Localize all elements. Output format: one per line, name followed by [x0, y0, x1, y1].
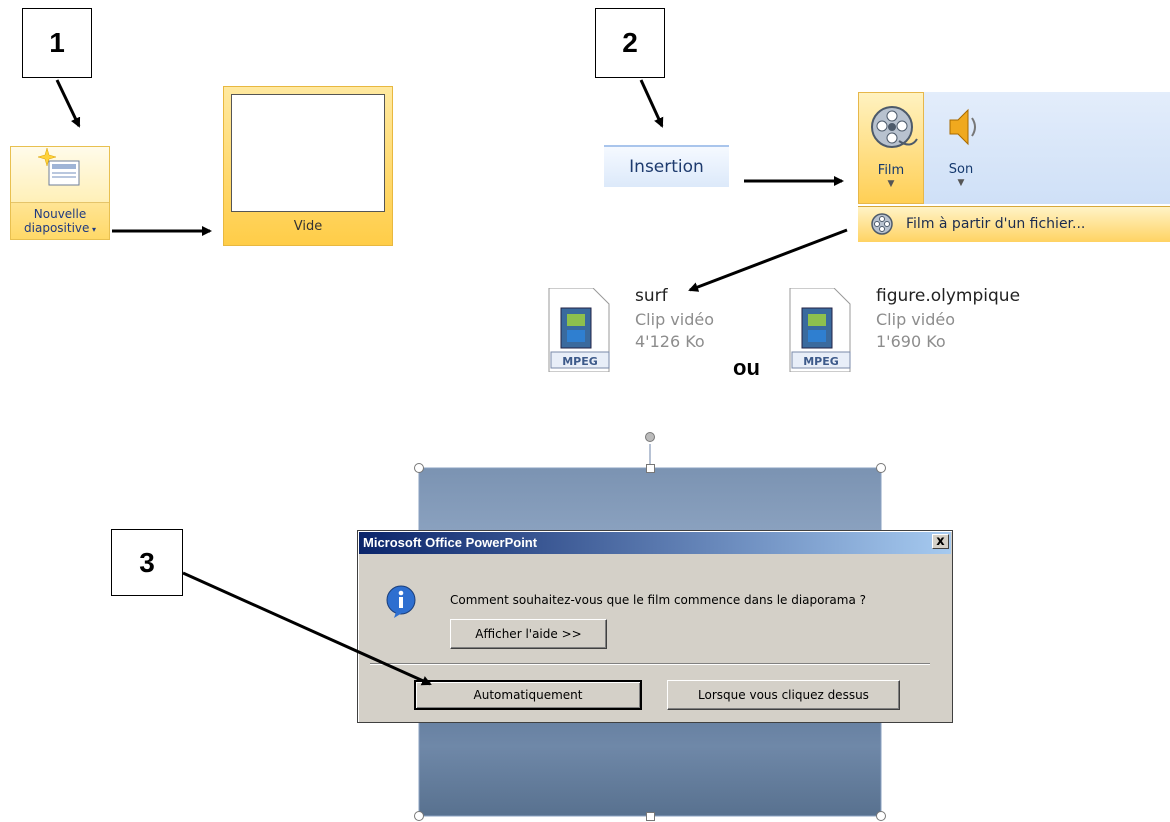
- file-figure-olympique[interactable]: MPEG figure.olympique Clip vidéo 1'690 K…: [786, 286, 1036, 373]
- close-button[interactable]: x: [932, 534, 949, 549]
- arrow-step2-down: [639, 79, 664, 128]
- new-slide-label-line2: diapositive ▾: [24, 221, 96, 235]
- tab-insertion-label: Insertion: [629, 157, 704, 177]
- son-button[interactable]: Son ▼: [928, 92, 994, 204]
- new-slide-label: Nouvelle diapositive ▾: [11, 203, 109, 237]
- help-button-label: Afficher l'aide >>: [475, 627, 582, 641]
- on-click-start-button-label: Lorsque vous cliquez dessus: [698, 688, 869, 702]
- menu-item-label: Film à partir d'un fichier...: [906, 216, 1086, 232]
- resize-handle-bottom-right[interactable]: [876, 811, 886, 821]
- tab-insertion[interactable]: Insertion: [604, 145, 729, 187]
- file-surf[interactable]: MPEG surf Clip vidéo 4'126 Ko: [545, 286, 745, 373]
- file-name: figure.olympique: [876, 286, 1021, 306]
- dialog-message: Comment souhaitez-vous que le film comme…: [450, 593, 867, 607]
- step-3-number: 3: [139, 546, 155, 578]
- rotate-handle[interactable]: [645, 432, 655, 442]
- mpeg-file-icon: MPEG: [548, 287, 610, 373]
- film-reel-icon: [871, 213, 893, 235]
- auto-start-button-label: Automatiquement: [473, 688, 583, 702]
- step-2-box: 2: [595, 8, 665, 78]
- chevron-down-icon: ▼: [957, 178, 965, 188]
- mpeg-badge: MPEG: [803, 355, 839, 368]
- chevron-down-icon: ▼: [887, 179, 895, 189]
- arrow-step1-down: [55, 79, 81, 128]
- file-name: surf: [635, 286, 668, 306]
- mpeg-badge: MPEG: [562, 355, 598, 368]
- resize-handle-bottom[interactable]: [646, 812, 655, 821]
- mpeg-file-icon: MPEG: [789, 287, 851, 373]
- blank-slide-preview: [231, 94, 385, 212]
- chevron-down-icon: ▾: [89, 225, 96, 234]
- dialog-separator: [370, 663, 930, 665]
- info-icon: [386, 585, 416, 618]
- step-1-number: 1: [49, 27, 65, 58]
- new-slide-label-line1: Nouvelle: [33, 207, 87, 221]
- sparkle-icon: [37, 147, 57, 167]
- on-click-start-button[interactable]: Lorsque vous cliquez dessus: [667, 680, 900, 710]
- film-button-label: Film: [877, 163, 905, 178]
- help-button[interactable]: Afficher l'aide >>: [450, 619, 607, 649]
- resize-handle-top-left[interactable]: [414, 463, 424, 473]
- file-type: Clip vidéo: [876, 310, 956, 329]
- arrow-to-file: [688, 228, 848, 292]
- file-type: Clip vidéo: [635, 310, 715, 329]
- new-slide-button-top: [11, 147, 109, 203]
- resize-handle-bottom-left[interactable]: [414, 811, 424, 821]
- or-label: ou: [733, 355, 760, 380]
- step-1-box: 1: [22, 8, 92, 78]
- speaker-icon: [949, 108, 976, 146]
- file-size: 4'126 Ko: [635, 332, 705, 351]
- auto-start-button[interactable]: Automatiquement: [414, 680, 642, 710]
- film-reel-icon: [871, 106, 918, 148]
- file-size: 1'690 Ko: [876, 332, 946, 351]
- son-button-label: Son: [948, 162, 974, 177]
- start-movie-dialog: Microsoft Office PowerPoint x Comment so…: [357, 530, 953, 723]
- resize-handle-top-right[interactable]: [876, 463, 886, 473]
- menu-item-film-from-file[interactable]: Film à partir d'un fichier...: [858, 206, 1170, 242]
- resize-handle-top[interactable]: [646, 464, 655, 473]
- close-icon: x: [936, 534, 945, 549]
- step-2-number: 2: [622, 27, 638, 58]
- layout-blank-thumbnail[interactable]: Vide: [223, 86, 393, 246]
- layout-blank-label: Vide: [293, 219, 323, 234]
- step-3-box: 3: [111, 529, 183, 596]
- film-button[interactable]: Film ▼: [858, 92, 924, 204]
- dialog-title: Microsoft Office PowerPoint: [359, 532, 951, 554]
- new-slide-button[interactable]: Nouvelle diapositive ▾: [10, 146, 110, 240]
- new-slide-icon: [37, 147, 80, 186]
